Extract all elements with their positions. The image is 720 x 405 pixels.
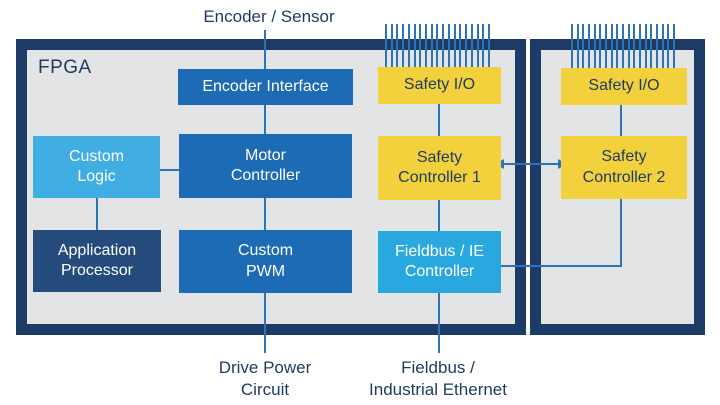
custom-logic-node: Custom Logic <box>33 136 160 198</box>
pin-stroke-icon <box>425 24 428 67</box>
application-processor-node: Application Processor <box>33 230 161 292</box>
connector-custom-pwm-to-drive-power <box>264 293 266 353</box>
pin-stroke-icon <box>638 24 641 68</box>
pin-stroke-icon <box>599 24 602 68</box>
connector-encoder-interface-to-motor-controller <box>264 105 266 134</box>
pin-stroke-icon <box>487 24 490 67</box>
pin-stroke-icon <box>385 24 387 67</box>
safety-io-1-label: Safety I/O <box>403 76 476 94</box>
pin-stroke-icon <box>582 24 585 68</box>
pin-stroke-icon <box>672 24 675 68</box>
application-processor-label: Application Processor <box>57 241 137 279</box>
pin-stroke-icon <box>442 24 445 67</box>
motor-controller-node: Motor Controller <box>179 134 352 198</box>
safety-controller-1-node: Safety Controller 1 <box>378 136 501 200</box>
connector-fieldbus-to-industrial-ethernet <box>438 293 440 353</box>
pin-stroke-icon <box>633 24 636 68</box>
custom-logic-label: Custom Logic <box>68 147 125 185</box>
pin-stroke-icon <box>644 24 647 68</box>
pin-stroke-icon <box>470 24 473 67</box>
pin-stroke-icon <box>576 24 579 68</box>
pin-stroke-icon <box>482 24 485 67</box>
connector-encoder-sensor-to-encoder-interface <box>264 30 266 69</box>
pin-stroke-icon <box>627 24 630 68</box>
pin-stroke-icon <box>465 24 468 67</box>
safety-controller-1-label: Safety Controller 1 <box>398 148 481 186</box>
custom-pwm-node: Custom PWM <box>179 230 352 293</box>
pin-stroke-icon <box>476 24 479 67</box>
encoder-interface-node: Encoder Interface <box>178 69 353 105</box>
safety-io-1-node: Safety I/O <box>378 67 501 104</box>
fieldbus-ie-controller-node: Fieldbus / IE Controller <box>378 231 501 293</box>
pin-stroke-icon <box>390 24 393 67</box>
connector-safety-controller-2-down <box>620 199 622 267</box>
safety-io-1-pins-icon <box>385 24 490 67</box>
pin-stroke-icon <box>621 24 624 68</box>
custom-pwm-label: Custom PWM <box>237 242 294 280</box>
connector-safety-controller-1-to-fieldbus <box>438 200 440 231</box>
pin-stroke-icon <box>667 24 670 68</box>
encoder-sensor-label: Encoder / Sensor <box>203 7 335 26</box>
pin-stroke-icon <box>402 24 405 67</box>
fpga-label: FPGA <box>38 57 92 78</box>
motor-controller-label: Motor Controller <box>230 146 301 184</box>
connector-safety-io-1-to-safety-controller-1 <box>438 104 440 136</box>
pin-stroke-icon <box>430 24 433 67</box>
drive-power-circuit-label: Drive Power Circuit <box>218 358 312 399</box>
connector-custom-logic-to-application-processor <box>96 198 98 230</box>
connector-safety-io-2-to-safety-controller-2 <box>620 104 622 136</box>
pin-stroke-icon <box>571 24 573 68</box>
encoder-interface-label: Encoder Interface <box>202 77 329 95</box>
safety-io-2-label: Safety I/O <box>588 77 660 95</box>
pin-stroke-icon <box>610 24 613 68</box>
pin-stroke-icon <box>655 24 658 68</box>
safety-controller-2-node: Safety Controller 2 <box>561 136 687 199</box>
connector-motor-controller-to-custom-pwm <box>264 198 266 230</box>
pin-stroke-icon <box>587 24 590 68</box>
pin-stroke-icon <box>396 24 399 67</box>
pin-stroke-icon <box>419 24 422 67</box>
fieldbus-ie-controller-label: Fieldbus / IE Controller <box>395 242 484 280</box>
pin-stroke-icon <box>650 24 653 68</box>
pin-stroke-icon <box>616 24 619 68</box>
pin-stroke-icon <box>604 24 607 68</box>
connector-safety-controller-1-2-arrow <box>503 163 559 165</box>
pin-stroke-icon <box>593 24 596 68</box>
connector-custom-logic-to-motor-controller <box>160 169 179 171</box>
pin-stroke-icon <box>436 24 439 67</box>
fieldbus-industrial-ethernet-label: Fieldbus / Industrial Ethernet <box>369 358 507 399</box>
pin-stroke-icon <box>459 24 462 67</box>
safety-io-2-node: Safety I/O <box>561 68 687 105</box>
pin-stroke-icon <box>407 24 410 67</box>
connector-fieldbus-to-safety-controller-2 <box>501 265 622 267</box>
safety-controller-2-label: Safety Controller 2 <box>582 148 666 186</box>
safety-io-2-pins-icon <box>571 24 675 68</box>
pin-stroke-icon <box>661 24 664 68</box>
pin-stroke-icon <box>413 24 416 67</box>
pin-stroke-icon <box>453 24 456 67</box>
pin-stroke-icon <box>447 24 450 67</box>
